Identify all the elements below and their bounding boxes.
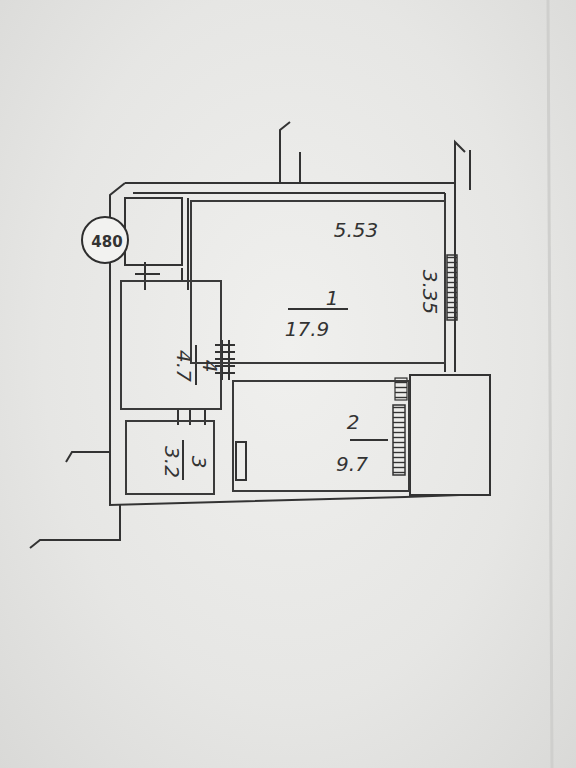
dimension-label: 5.53	[334, 219, 379, 241]
room-outline: 117.9	[190, 200, 446, 364]
dimension-label: 3.35	[419, 270, 441, 315]
room-area: 3.2	[161, 446, 183, 478]
room-number: 1	[326, 287, 339, 309]
room-area: 9.7	[336, 453, 368, 475]
room-outline: 33.2	[125, 420, 215, 495]
room-outline: 44.7	[120, 280, 222, 410]
marker-number: 480	[91, 231, 122, 253]
room-area: 17.9	[285, 318, 330, 340]
room-number: 2	[347, 411, 360, 433]
marker-circle: 480	[81, 216, 129, 264]
room-area: 4.7	[173, 350, 195, 382]
room-number: 4	[199, 360, 221, 373]
room-number: 3	[188, 456, 210, 469]
room-outline: 29.7	[232, 380, 410, 492]
